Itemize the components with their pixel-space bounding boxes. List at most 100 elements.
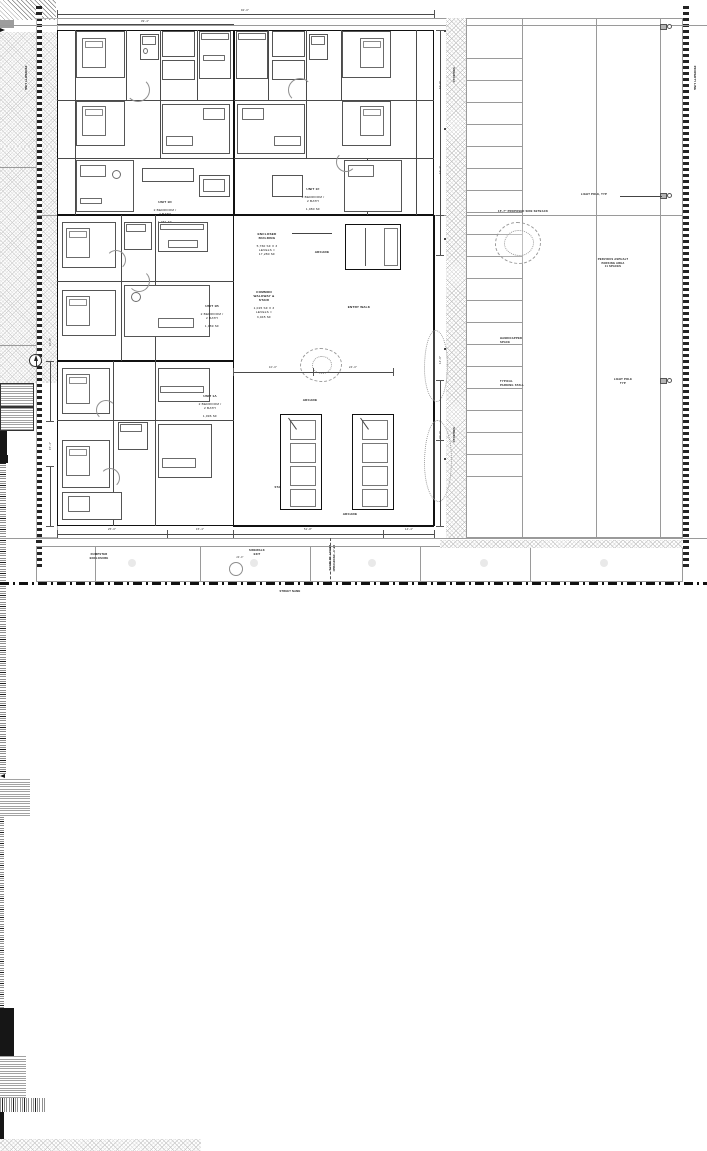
sidewalk-right-label: SIDEWALK: [452, 67, 455, 83]
storefront-pier-3: [0, 1130, 4, 1139]
common-walkway-wall: [0, 463, 6, 774]
lower-room-2: [290, 443, 316, 463]
street-centerline: [0, 582, 707, 585]
door-swing-1: [126, 78, 150, 102]
property-line-right: [683, 6, 689, 568]
handicapped-space-label: HANDICAPPED SPACE: [500, 337, 523, 344]
handicapped-space-hatch: [0, 0, 56, 20]
furniture-sofa-5: [158, 318, 194, 328]
tree-icon-4: [312, 356, 332, 374]
furniture-sofa-2: [80, 165, 106, 177]
room-closet-1: [162, 31, 195, 57]
lower-core-right-wall: [0, 912, 4, 1008]
parking-stalls-right: [466, 18, 523, 538]
lower-room-6: [362, 443, 388, 463]
storefront-pier-1: [0, 1112, 4, 1121]
furniture-tub-1: [142, 36, 156, 45]
arcade-label-3: ARCADE: [342, 512, 358, 516]
dim-right-b: 13'-4": [438, 165, 442, 175]
lower-room-5: [362, 420, 388, 440]
tree-icon-5: [424, 420, 452, 502]
door-swing-7: [100, 468, 120, 488]
furniture-counter-3: [160, 224, 204, 230]
unit-1f-desc: 2 BEDROOM / 2 BATH: [301, 195, 325, 204]
unit-1b-label: UNIT 1B 2 BEDROOM / 2 BATH 1,089 SF: [186, 300, 238, 329]
enclosed-building-title: ENCLOSED BUILDING: [257, 232, 277, 241]
stair-core-right: [345, 224, 401, 270]
furniture-island-2: [168, 240, 198, 248]
stair-label: STAIR: [274, 486, 284, 489]
furniture-toilet-1: [143, 48, 148, 54]
plaza-paving: [0, 1139, 201, 1151]
tree-icon-3: [300, 348, 342, 382]
furniture-bed-8: [66, 446, 90, 476]
rear-line: [0, 25, 707, 26]
enclosed-building-leader: [292, 233, 332, 234]
lower-blk-2: [0, 1030, 14, 1056]
room-laundry-2: [272, 60, 305, 80]
wall-pier-2: [0, 443, 7, 455]
furniture-table-1: [203, 108, 225, 120]
room-laundry-1: [162, 60, 195, 80]
unit-1b-area: 1,089 SF: [204, 324, 220, 329]
furniture-counter-2: [238, 33, 266, 40]
sidewalk-right-label-2: SIDEWALK: [452, 427, 455, 443]
dim-mid-a: 10'-0": [268, 365, 278, 369]
stair-treads-upper: [0, 778, 30, 816]
unit-1f-name: UNIT 1F: [306, 187, 320, 192]
unit-1b-outline: [57, 215, 234, 361]
light-pole-typ-label: LIGHT POLE, TYP: [580, 193, 608, 196]
unit-1f-label: UNIT 1F 2 BEDROOM / 2 BATH 1,080 SF: [286, 183, 340, 212]
furniture-tv-1: [80, 198, 102, 204]
planter-3: [368, 559, 376, 567]
room-balcony-2: [272, 175, 303, 197]
door-swing-5: [128, 270, 150, 292]
wall-pier-3: [0, 455, 8, 463]
dim-left-a: 10'-0": [48, 337, 52, 347]
dim-top-left: 39'-4": [140, 19, 150, 23]
light-pole-head-3: [667, 378, 672, 383]
furniture-chair-1: [131, 292, 141, 302]
storefront-pier-2: [0, 1121, 4, 1130]
furniture-sofa-6: [162, 458, 196, 468]
door-swing-4: [106, 250, 126, 270]
enclosed-building-label: ENCLOSED BUILDING 5,760 SF X 3 LEVELS = …: [240, 228, 294, 257]
unit-1a-outline: [57, 361, 234, 526]
unit-1d-name: UNIT 1D: [158, 200, 172, 205]
lower-room-7: [362, 466, 388, 486]
property-line-right-label: PROPERTY LINE: [693, 65, 696, 91]
planter-4: [480, 559, 488, 567]
light-pole-head-1: [667, 24, 672, 29]
planter-1: [128, 559, 136, 567]
dim-bottom-c: 51'-8": [303, 527, 313, 531]
common-walkway-label: COMMON WALKWAY & STAIR 1,015 SF X 3 LEVE…: [238, 286, 290, 319]
left-open-area: [36, 18, 58, 538]
enclosed-building-calc: 5,760 SF X 3 LEVELS = 17,280 SF: [256, 244, 278, 257]
light-pole-head-2: [667, 193, 672, 198]
furniture-sofa-3: [274, 136, 301, 146]
unit-1a-desc: 2 BEDROOM / 2 BATH: [198, 402, 222, 411]
unit-1b-desc: 2 BEDROOM / 2 BATH: [200, 312, 224, 321]
property-line-left: [36, 6, 42, 568]
typical-stall-label: TYPICAL PARKING STALL: [500, 380, 525, 387]
door-swing-6: [96, 400, 116, 420]
lower-stair-run: [0, 1056, 26, 1098]
north-arrow-pointer: [0, 28, 5, 32]
front-line: [0, 538, 707, 539]
entry-walk-label: ENTRY WALK: [347, 305, 371, 309]
dim-bottom-a: 25'-0": [107, 527, 117, 531]
light-pole-icon-3: [660, 378, 667, 384]
furniture-bed-1: [82, 38, 106, 68]
unit-1d-desc: 2 BEDROOM / 2 BATH: [153, 208, 177, 217]
lower-room-4: [290, 489, 316, 507]
unit-1a-label: UNIT 1A 2 BEDROOM / 2 BATH 1,096 SF: [184, 390, 236, 419]
planter-2: [250, 559, 258, 567]
common-walkway-title: COMMON WALKWAY & STAIR: [253, 290, 275, 303]
sidewalk-bottom: [440, 540, 683, 548]
arcade-label-2: ARCADE: [302, 398, 318, 402]
stair-core-upper-right: [0, 407, 34, 431]
furniture-tub-2: [311, 36, 325, 45]
furniture-patio-1: [68, 496, 90, 512]
handicapped-marker: [0, 20, 14, 28]
